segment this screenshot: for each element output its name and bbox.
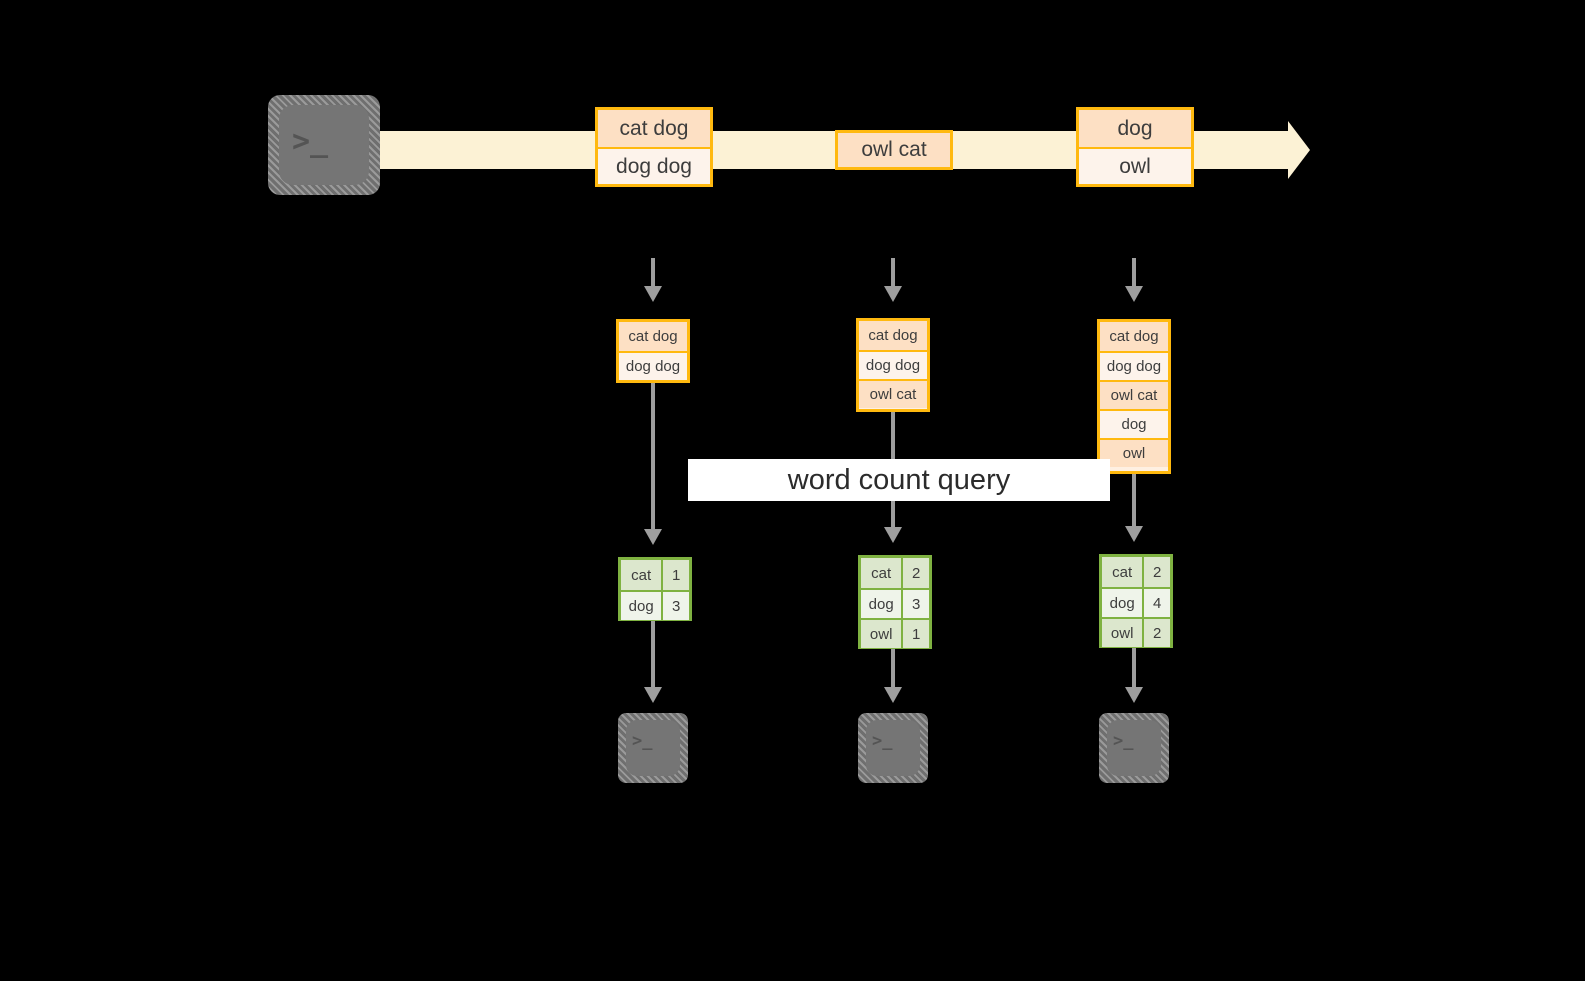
snapshot-input-row: dog dog (619, 351, 687, 380)
query-connector-arrowhead (1125, 526, 1143, 542)
snapshot-input-row: cat dog (859, 321, 927, 350)
result-count: 2 (1144, 619, 1170, 647)
source-terminal-icon: >_ (268, 95, 380, 195)
sink-terminal-icon: >_ (1099, 713, 1169, 783)
table-row: cat 2 (1102, 557, 1170, 587)
sink-connector-arrowhead (644, 687, 662, 703)
stream-record: owl cat (835, 130, 953, 170)
query-connector (1132, 474, 1136, 528)
query-label: word count query (688, 459, 1110, 501)
result-count: 3 (903, 590, 929, 618)
stream-record: cat dog dog dog (595, 107, 713, 187)
sink-terminal-body (1107, 720, 1161, 776)
sink-terminal-icon: >_ (618, 713, 688, 783)
table-row: cat 1 (621, 560, 689, 590)
snapshot-input-row: cat dog (619, 322, 687, 351)
result-word: cat (861, 558, 904, 588)
snapshot-input-table: cat dog dog dog owl cat dog owl (1097, 319, 1171, 474)
result-count: 2 (1144, 557, 1170, 587)
snapshot-input-row: dog (1100, 409, 1168, 438)
sink-terminal-body (626, 720, 680, 776)
sink-terminal-prompt: >_ (872, 731, 893, 751)
stream-record-line: dog (1079, 110, 1191, 147)
result-word: dog (861, 590, 904, 618)
stream-tap-connector (651, 258, 655, 288)
stream-tap-connector (1132, 258, 1136, 288)
sink-terminal-icon: >_ (858, 713, 928, 783)
stream-tap-arrowhead (1125, 286, 1143, 302)
table-row: dog 3 (861, 588, 929, 618)
source-terminal-body (279, 105, 369, 185)
sink-connector-arrowhead (884, 687, 902, 703)
table-row: dog 4 (1102, 587, 1170, 617)
snapshot-result-table: cat 2 dog 4 owl 2 (1099, 554, 1173, 648)
result-count: 1 (903, 620, 929, 648)
snapshot-input-row: cat dog (1100, 322, 1168, 351)
snapshot-input-row: dog dog (1100, 351, 1168, 380)
result-word: cat (621, 560, 664, 590)
snapshot-input-row: owl cat (859, 379, 927, 408)
result-word: cat (1102, 557, 1145, 587)
stream-tap-arrowhead (644, 286, 662, 302)
sink-terminal-prompt: >_ (632, 731, 653, 751)
table-row: cat 2 (861, 558, 929, 588)
query-connector-arrowhead (644, 529, 662, 545)
snapshot-result-table: cat 1 dog 3 (618, 557, 692, 621)
source-terminal-prompt: >_ (292, 124, 329, 159)
snapshot-input-row: dog dog (859, 350, 927, 379)
sink-terminal-body (866, 720, 920, 776)
sink-terminal-prompt: >_ (1113, 731, 1134, 751)
query-connector (651, 383, 655, 531)
result-word: owl (1102, 619, 1145, 647)
result-count: 1 (663, 560, 689, 590)
sink-connector-arrowhead (1125, 687, 1143, 703)
sink-connector (651, 621, 655, 689)
snapshot-input-table: cat dog dog dog (616, 319, 690, 383)
result-count: 3 (663, 592, 689, 620)
stream-arrowhead (1288, 121, 1310, 179)
table-row: dog 3 (621, 590, 689, 620)
snapshot-input-table: cat dog dog dog owl cat (856, 318, 930, 412)
result-word: owl (861, 620, 904, 648)
stream-record-line: owl (1079, 147, 1191, 184)
result-word: dog (621, 592, 664, 620)
stream-record-line: owl cat (838, 133, 950, 167)
snapshot-input-row: owl (1100, 438, 1168, 467)
stream-tap-connector (891, 258, 895, 288)
result-word: dog (1102, 589, 1145, 617)
table-row: owl 1 (861, 618, 929, 648)
result-count: 4 (1144, 589, 1170, 617)
snapshot-input-row: owl cat (1100, 380, 1168, 409)
sink-connector (891, 649, 895, 689)
stream-record-line: cat dog (598, 110, 710, 147)
sink-connector (1132, 648, 1136, 689)
stream-tap-arrowhead (884, 286, 902, 302)
result-count: 2 (903, 558, 929, 588)
table-row: owl 2 (1102, 617, 1170, 647)
stream-record: dog owl (1076, 107, 1194, 187)
query-connector-arrowhead (884, 527, 902, 543)
stream-record-line: dog dog (598, 147, 710, 184)
snapshot-result-table: cat 2 dog 3 owl 1 (858, 555, 932, 649)
